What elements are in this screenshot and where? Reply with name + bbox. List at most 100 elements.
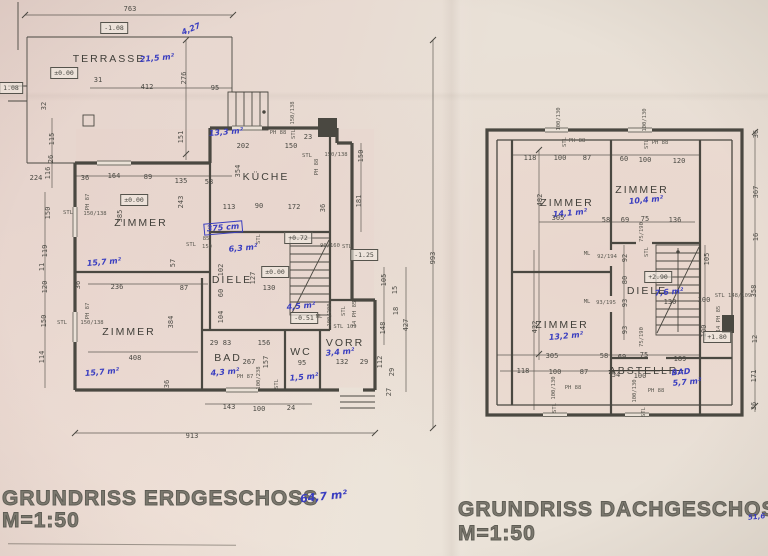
handwritten-area-note: 7,6 m² (654, 286, 684, 298)
dimension-label: 164 (107, 172, 121, 180)
dimension-label: 60 (619, 155, 629, 163)
opening-spec: ML (315, 314, 323, 320)
dimension-label: 83 (222, 339, 232, 347)
dimension-label: 130 (663, 298, 677, 306)
room-name: WC (290, 346, 312, 358)
dimension-label: 36 (752, 129, 760, 139)
erdgeschoss-walls (8, 2, 437, 437)
dimension-label: 367 (752, 185, 760, 199)
dimension-label: 100 (638, 156, 652, 164)
dimension-label: 95 (210, 84, 220, 92)
dimension-label: 100 (548, 368, 562, 376)
opening-spec: STL (644, 139, 650, 149)
dimension-label: 143 (222, 403, 236, 411)
opening-spec: 14 PH 85 (716, 305, 722, 333)
opening-spec: 75/190 (639, 222, 645, 242)
handwritten-area-note: BAD (671, 366, 691, 378)
opening-spec: STL (63, 210, 73, 216)
dachgeschoss-title: GRUNDRISS DACHGESCHOSS (458, 498, 768, 522)
opening-spec: ML (583, 251, 591, 257)
room-name-struck: ABSTELLR. (608, 365, 684, 377)
erdgeschoss-title: GRUNDRISS ERDGESCHOSS (2, 487, 319, 511)
dimension-label: 305 (545, 352, 559, 360)
opening-spec: PH 88 (647, 388, 665, 394)
dimension-label: 358 (750, 284, 758, 298)
dachgeschoss-walls (485, 127, 759, 418)
dimension-label: 135 (174, 177, 188, 185)
room-name: BAD (214, 352, 242, 364)
room-name: ZIMMER (102, 326, 156, 338)
dimension-label: 202 (236, 142, 250, 150)
dimension-label: 172 (287, 203, 301, 211)
dimension-label: 913 (185, 432, 199, 440)
dimension-label: 130 (262, 284, 276, 292)
dimension-label: 105 (703, 252, 711, 266)
dimension-label: 58 (204, 178, 214, 186)
opening-spec: 90/160 (320, 243, 340, 249)
dimension-label: 16 (752, 232, 760, 242)
dimension-label: 12 (751, 334, 759, 344)
dimension-label: 69 (620, 216, 630, 224)
opening-spec: 150/138 (80, 320, 104, 326)
opening-spec: STL 109 (333, 324, 357, 330)
dimension-label: 75 (639, 351, 649, 359)
dimension-label: 118 (523, 154, 537, 162)
dimension-label: 89 (143, 173, 153, 181)
handwritten-area-note: 13,2 m² (548, 330, 584, 342)
opening-spec: 150 (202, 244, 212, 250)
dimension-label: 23 (303, 133, 313, 141)
opening-spec: STL 148/109 (714, 293, 752, 299)
dimension-label: 763 (123, 5, 137, 13)
opening-spec: 75/190 (639, 327, 645, 347)
level-marker: ±0.00 (50, 67, 78, 79)
handwritten-area-note: 5,7 m² (672, 376, 702, 388)
opening-spec: PH 88 (651, 140, 669, 146)
dimension-label: 136 (668, 216, 682, 224)
dimension-label: 29 (359, 358, 369, 366)
room-name: ZIMMER (615, 184, 669, 196)
level-marker: +2.90 (644, 271, 672, 283)
dimension-label: 36 (80, 174, 90, 182)
opening-spec: STL (57, 320, 67, 326)
dimension-label: 93 (621, 298, 629, 308)
level-marker: ±0.00 (120, 194, 148, 206)
dimension-label: 92 (621, 253, 629, 263)
opening-spec: STL (342, 244, 352, 250)
dimension-label: 36 (750, 401, 758, 411)
dimension-label: 113 (222, 203, 236, 211)
dimension-label: 87 (582, 154, 592, 162)
dimension-label: 100 (633, 372, 647, 380)
room-name: VORR (325, 337, 365, 349)
dimension-label: 69 (617, 353, 627, 361)
erdgeschoss-scale: M=1:50 (2, 509, 80, 533)
dimension-label: 118 (516, 367, 530, 375)
opening-spec: ML (583, 299, 591, 305)
level-marker: ±0.00 (261, 266, 289, 278)
handwritten-area-note: 10,4 m² (628, 194, 664, 206)
dimension-label: 120 (672, 157, 686, 165)
level-marker: -1.25 (350, 249, 378, 261)
level-marker: 1.08 (0, 82, 23, 94)
dimension-label: 100 (697, 296, 711, 304)
level-marker: +1.80 (703, 331, 731, 343)
dimension-label: 236 (110, 283, 124, 291)
dachgeschoss-scale: M=1:50 (458, 522, 536, 546)
opening-spec: PH 88 (269, 130, 287, 136)
opening-spec: 85 (202, 236, 210, 242)
dimension-label: 87 (579, 368, 589, 376)
opening-spec: 92/194 (597, 254, 617, 260)
opening-spec: 93/195 (596, 300, 616, 306)
room-name: ZIMMER (114, 217, 168, 229)
dimension-label: 171 (750, 369, 758, 383)
opening-spec: 150/138 (324, 152, 348, 158)
dimension-label: 80 (621, 275, 629, 285)
dimension-label: 24 (286, 404, 296, 412)
dimension-label: 58 (599, 352, 609, 360)
dimension-label: 305 (551, 214, 565, 222)
dimension-label: 224 (29, 174, 43, 182)
room-name: DIELE (211, 274, 253, 286)
